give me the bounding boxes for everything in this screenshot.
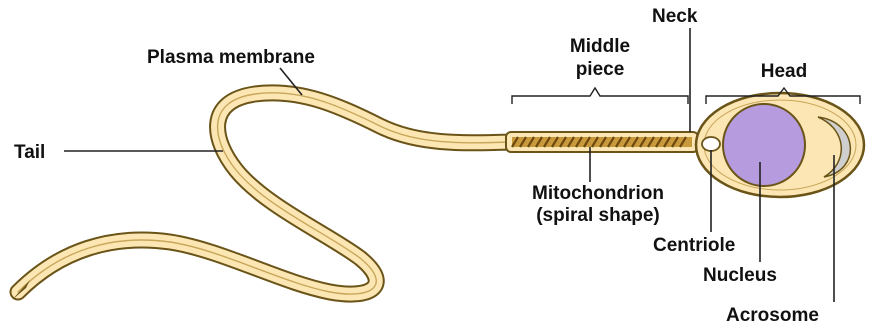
nucleus	[723, 104, 805, 186]
head	[696, 93, 864, 197]
middle-piece	[506, 132, 698, 152]
label-mitochondrion-2: (spiral shape)	[536, 205, 660, 226]
middle-piece-brace	[512, 88, 688, 104]
label-head: Head	[761, 61, 807, 82]
label-plasma-membrane: Plasma membrane	[147, 47, 315, 68]
label-middle-piece-2: piece	[576, 59, 625, 80]
label-tail: Tail	[14, 142, 45, 163]
label-nucleus: Nucleus	[703, 265, 777, 286]
label-neck: Neck	[652, 6, 698, 27]
label-centriole: Centriole	[653, 235, 735, 256]
label-acrosome: Acrosome	[726, 305, 819, 326]
tail	[12, 93, 512, 300]
centriole	[702, 137, 720, 151]
label-mitochondrion-1: Mitochondrion	[532, 183, 664, 204]
label-middle-piece-1: Middle	[570, 36, 630, 57]
